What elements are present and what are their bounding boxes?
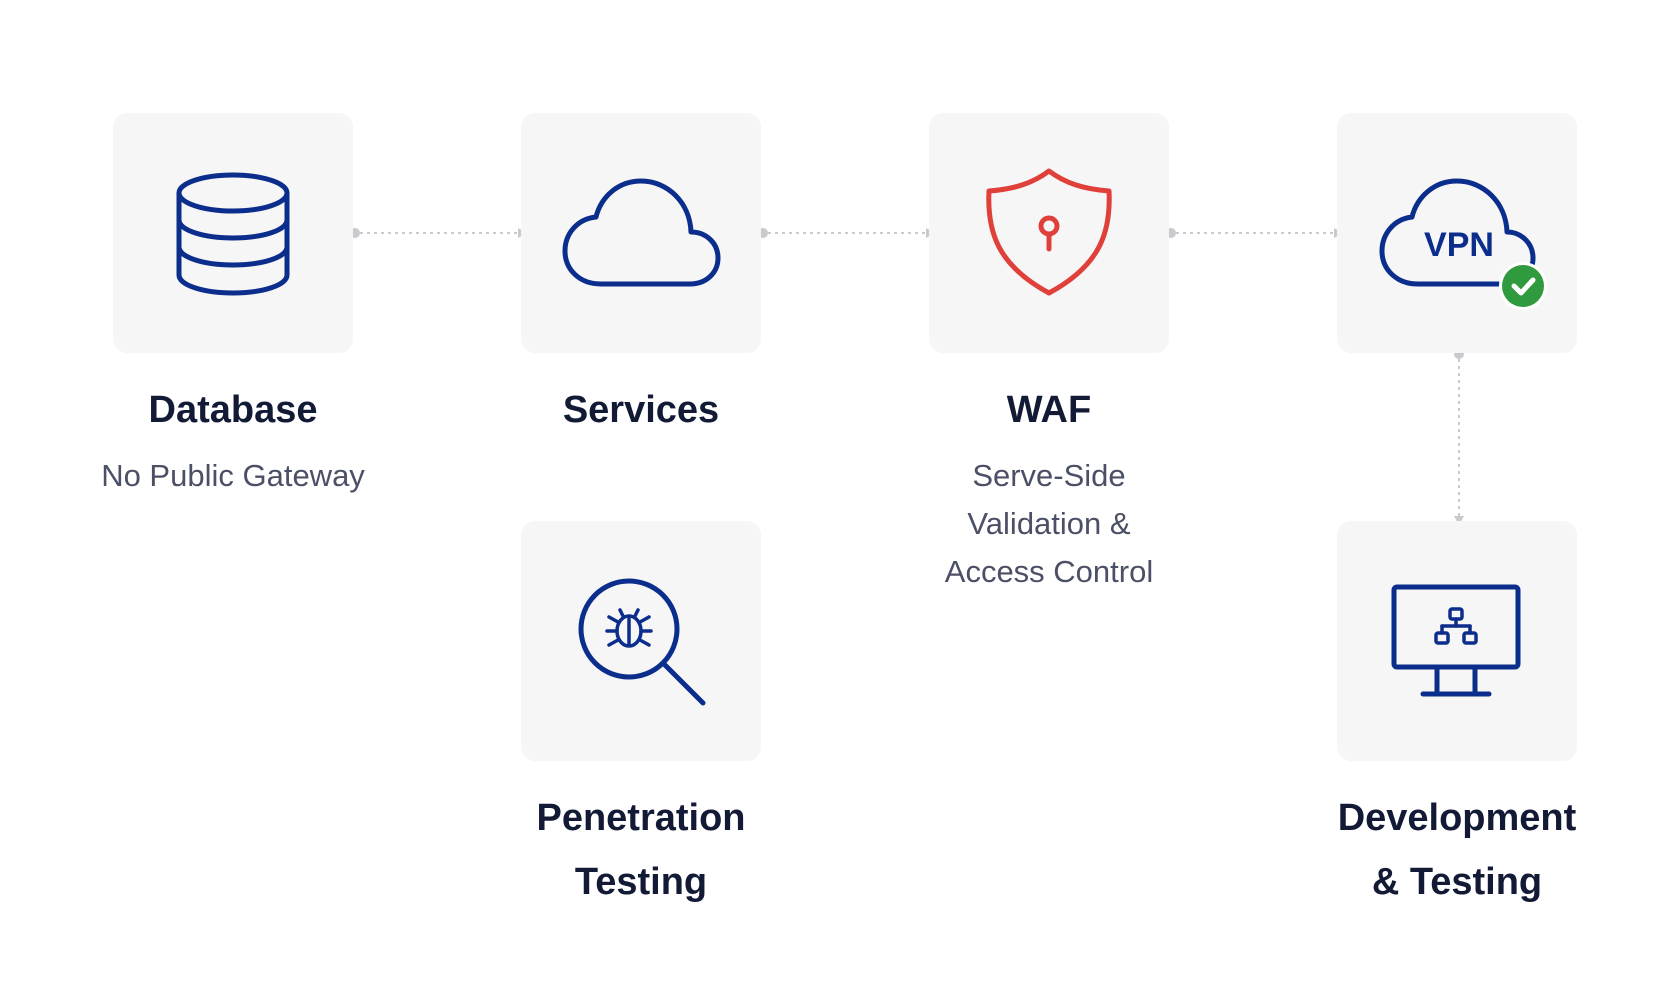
database-subtitle: No Public Gateway — [101, 458, 365, 493]
pentest-title-line-2: Testing — [574, 861, 708, 903]
vpn-node: VPN — [1337, 113, 1577, 353]
connector-database-services — [350, 228, 527, 238]
connector-services-waf — [758, 228, 935, 238]
database-title: Database — [148, 389, 318, 431]
waf-subtitle: Serve-Side Validation & Access Control — [889, 452, 1209, 596]
pentest-title: Penetration Testing — [481, 786, 801, 914]
devtest-node — [1337, 521, 1577, 761]
pentest-title-line-1: Penetration — [536, 797, 746, 839]
waf-subtitle-line-1: Serve-Side — [972, 458, 1126, 493]
waf-subtitle-line-2: Validation & — [967, 506, 1131, 541]
waf-title: WAF — [1006, 389, 1092, 431]
shield-lock-icon — [986, 168, 1112, 296]
cloud-icon — [562, 178, 721, 287]
waf-node — [929, 113, 1169, 353]
pentest-node — [521, 521, 761, 761]
database-icon — [176, 172, 290, 296]
services-title: Services — [562, 389, 720, 431]
services-node — [521, 113, 761, 353]
devtest-title: Development & Testing — [1297, 786, 1617, 914]
monitor-network-icon — [1391, 584, 1521, 697]
waf-subtitle-line-3: Access Control — [944, 554, 1154, 589]
devtest-title-line-1: Development — [1337, 797, 1577, 839]
database-node — [113, 113, 353, 353]
vpn-cloud-check-icon: VPN — [1379, 178, 1547, 310]
devtest-title-line-2: & Testing — [1371, 861, 1543, 903]
connector-vpn-devtest — [1454, 349, 1464, 525]
magnifier-bug-icon — [578, 578, 706, 706]
connector-waf-vpn — [1166, 228, 1343, 238]
vpn-label: VPN — [1424, 226, 1494, 264]
